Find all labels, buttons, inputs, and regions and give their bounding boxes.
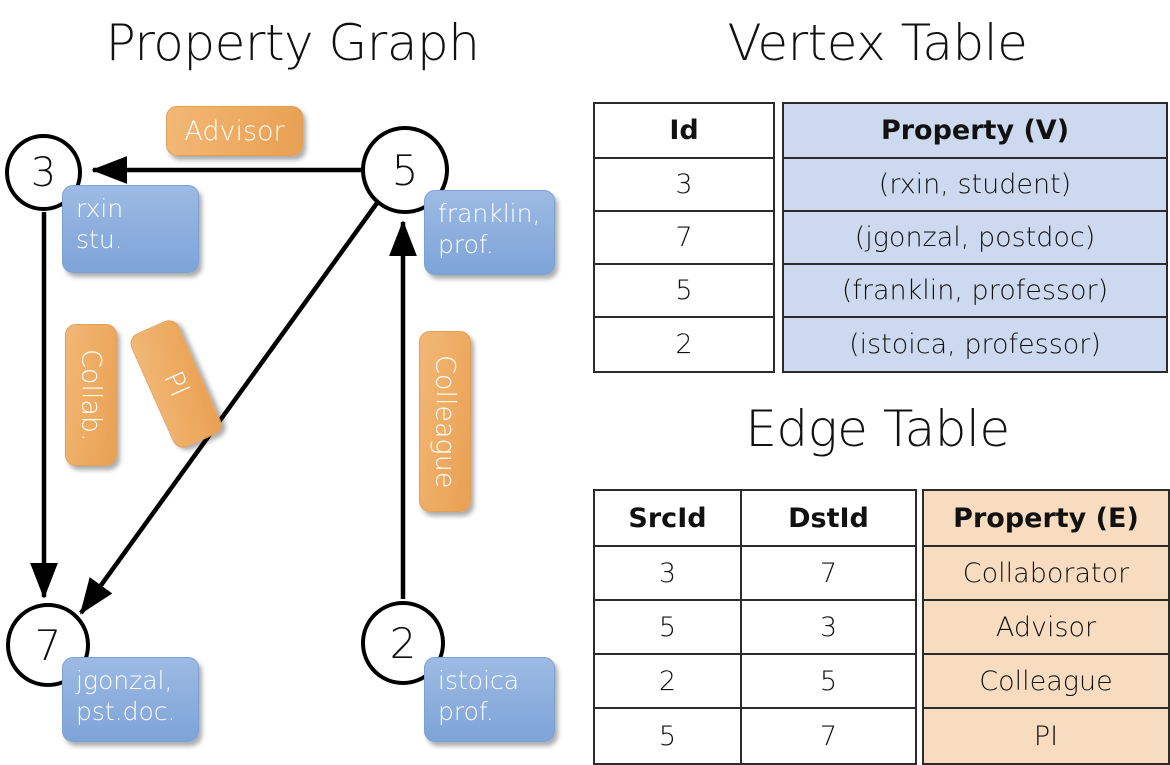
property-graph-diagram: 3 5 7 2 rxin stu. franklin, prof. jgonza… <box>0 0 585 760</box>
edge-table-cell-dstid: 7 <box>742 709 915 763</box>
graph-node-5[interactable]: 5 <box>361 126 449 214</box>
edge-table-dstid-column: DstId 7 3 5 7 <box>740 489 917 765</box>
edge-label-advisor: Advisor <box>166 106 303 156</box>
vertex-table-cell-id: 2 <box>595 318 773 371</box>
edge-table: SrcId 3 5 2 5 DstId 7 3 5 7 Property (E)… <box>593 489 1170 765</box>
edge-table-header-srcid: SrcId <box>595 491 740 547</box>
edge-table-cell-srcid: 3 <box>595 547 740 601</box>
edge-label-colleague-text: Colleague <box>429 354 461 489</box>
vertex-table-header-id: Id <box>595 104 773 159</box>
edge-table-cell-srcid: 2 <box>595 655 740 709</box>
vertex-table-cell-property: (jgonzal, postdoc) <box>784 212 1166 265</box>
vertex-table-title: Vertex Table <box>727 14 1028 72</box>
edge-label-pi-text: PI <box>156 366 196 402</box>
edge-table-cell-property: Advisor <box>924 601 1168 655</box>
edge-table-cell-dstid: 5 <box>742 655 915 709</box>
edge-label-advisor-text: Advisor <box>184 115 285 147</box>
vertex-table-cell-id: 7 <box>595 212 773 265</box>
graph-edges <box>30 156 417 615</box>
edge-table-title: Edge Table <box>745 400 1010 458</box>
jgonzal-line-1: jgonzal, <box>76 666 173 695</box>
node-property-box-franklin: franklin, prof. <box>424 190 555 275</box>
edge-table-cell-property: PI <box>924 709 1168 763</box>
rxin-line-2: stu. <box>76 224 123 254</box>
graph-node-7-label: 7 <box>34 620 62 670</box>
vertex-table: Id 3 7 5 2 Property (V) (rxin, student) … <box>593 102 1168 373</box>
istoica-line-2: prof. <box>438 696 494 726</box>
edge-label-collab: Collab. <box>65 324 117 466</box>
property-graph-title: Property Graph <box>105 14 480 72</box>
vertex-table-header-property: Property (V) <box>784 104 1166 159</box>
edge-table-cell-dstid: 3 <box>742 601 915 655</box>
edge-table-property-column: Property (E) Collaborator Advisor Collea… <box>922 489 1170 765</box>
vertex-table-cell-property: (istoica, professor) <box>784 318 1166 371</box>
node-property-box-jgonzal: jgonzal, pst.doc. <box>62 657 199 742</box>
edge-table-cell-dstid: 7 <box>742 547 915 601</box>
edge-table-cell-srcid: 5 <box>595 601 740 655</box>
edge-table-srcid-column: SrcId 3 5 2 5 <box>593 489 742 765</box>
node-property-box-rxin: rxin stu. <box>62 185 199 273</box>
edge-table-cell-property: Colleague <box>924 655 1168 709</box>
graph-node-2-label: 2 <box>389 618 417 668</box>
vertex-table-cell-id: 3 <box>595 159 773 212</box>
jgonzal-line-2: pst.doc. <box>76 696 176 726</box>
franklin-line-1: franklin, <box>438 199 541 228</box>
edge-5-to-7 <box>79 201 379 615</box>
edge-label-colleague: Colleague <box>419 331 471 512</box>
graph-node-3-label: 3 <box>30 149 57 196</box>
edge-table-header-dstid: DstId <box>742 491 915 547</box>
istoica-line-1: istoica <box>438 666 520 695</box>
vertex-table-cell-property: (franklin, professor) <box>784 265 1166 318</box>
edge-table-cell-srcid: 5 <box>595 709 740 763</box>
edge-table-cell-property: Collaborator <box>924 547 1168 601</box>
node-property-box-istoica: istoica prof. <box>424 657 555 742</box>
vertex-table-id-column: Id 3 7 5 2 <box>593 102 775 373</box>
edge-table-header-property: Property (E) <box>924 491 1168 547</box>
rxin-line-1: rxin <box>76 194 124 223</box>
graph-node-5-label: 5 <box>391 145 419 195</box>
vertex-table-cell-id: 5 <box>595 265 773 318</box>
edge-label-collab-text: Collab. <box>75 348 107 442</box>
franklin-line-2: prof. <box>438 229 494 259</box>
vertex-table-cell-property: (rxin, student) <box>784 159 1166 212</box>
vertex-table-property-column: Property (V) (rxin, student) (jgonzal, p… <box>782 102 1168 373</box>
graph-node-2[interactable]: 2 <box>361 601 445 685</box>
